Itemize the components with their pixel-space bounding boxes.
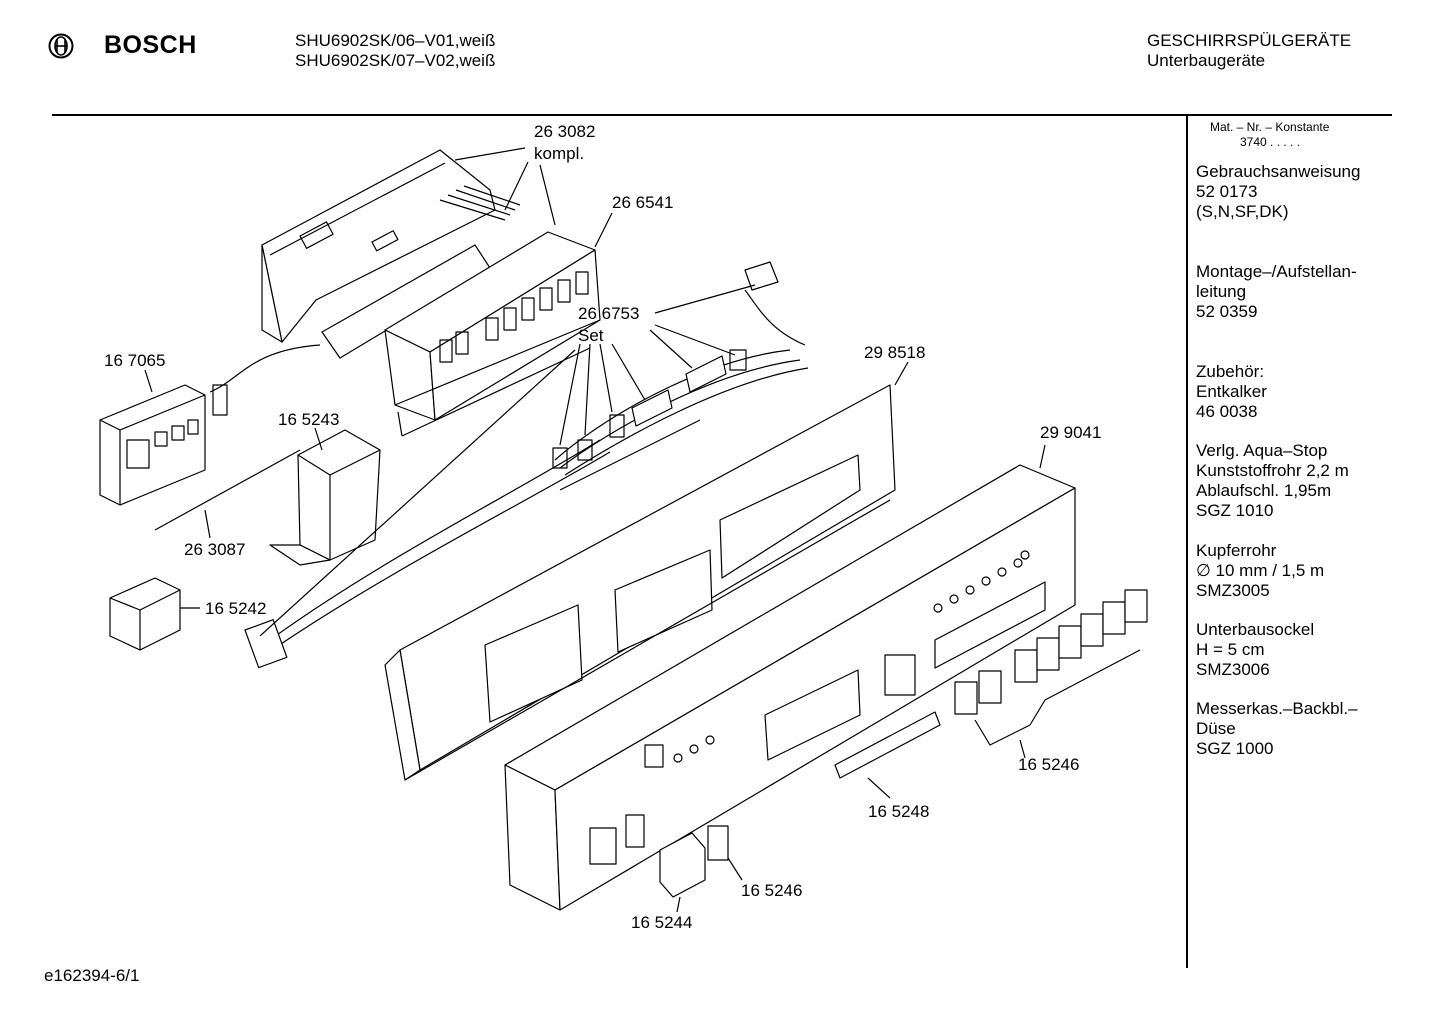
inner-panel (384, 384, 896, 781)
model-line-2: SHU6902SK/07–V02,weiß (295, 51, 496, 70)
mat-nr-label: Mat. – Nr. – Konstante (1210, 120, 1330, 134)
sidebar-text: Zubehör: (1196, 362, 1265, 381)
sidebar-text: Verlg. Aqua–Stop (1196, 441, 1328, 460)
sidebar-block-nozzle: Messerkas.–Backbl.– Düse SGZ 1000 (1196, 699, 1358, 759)
label-165248: 16 5248 (868, 802, 929, 821)
control-board-frame (261, 149, 521, 359)
sidebar-text: Gebrauchsanweisung (1196, 162, 1361, 181)
label-263087: 26 3087 (184, 540, 245, 559)
bracket (269, 429, 381, 566)
sidebar-text: 46 0038 (1196, 402, 1258, 421)
label-165244: 16 5244 (631, 913, 692, 932)
sidebar-divider (1186, 116, 1188, 968)
display-module (99, 344, 321, 506)
sidebar-text: Unterbausockel (1196, 620, 1315, 639)
sidebar-text: SGZ 1010 (1196, 501, 1274, 520)
sidebar-text: Montage–/Aufstellan- (1196, 262, 1357, 281)
sidebar-text: SGZ 1000 (1196, 739, 1274, 758)
bosch-logo-icon (48, 33, 74, 64)
sidebar-block-accessory: Zubehör: Entkalker 46 0038 (1196, 362, 1267, 422)
mat-nr-value: 3740 . . . . . (1240, 135, 1301, 149)
sidebar-block-manual: Gebrauchsanweisung 52 0173 (S,N,SF,DK) (1196, 162, 1360, 222)
label-kompl: kompl. (534, 144, 584, 163)
front-panel (504, 464, 1076, 911)
header-rule (52, 114, 1392, 116)
sidebar-text: Düse (1196, 719, 1236, 738)
key-strip (834, 711, 941, 779)
cable-harness (244, 261, 809, 669)
category-subtitle: Unterbaugeräte (1147, 51, 1266, 70)
label-165246-lower: 16 5246 (741, 881, 802, 900)
category-title: GESCHIRRSPÜLGERÄTE (1147, 31, 1352, 50)
sidebar-text: ∅ 10 mm / 1,5 m (1196, 561, 1325, 580)
brand-name: BOSCH (104, 31, 197, 59)
control-module (384, 231, 601, 437)
label-266753: 26 6753 (578, 304, 639, 323)
label-298518: 29 8518 (864, 343, 925, 362)
ground-wire (154, 449, 301, 531)
label-set: Set (578, 326, 604, 345)
sidebar-text: 52 0359 (1196, 302, 1258, 321)
sidebar-block-aquastop: Verlg. Aqua–Stop Kunststoffrohr 2,2 m Ab… (1196, 441, 1349, 521)
lower-buttons (659, 825, 729, 898)
sidebar-block-installation: Montage–/Aufstellan- leitung 52 0359 (1196, 262, 1357, 322)
sidebar-text: Kunststoffrohr 2,2 m (1196, 461, 1349, 480)
leader-lines (144, 147, 1046, 913)
part-labels: 26 3082 kompl. 26 6541 26 6753 Set 16 70… (104, 122, 1101, 932)
label-263082: 26 3082 (534, 122, 595, 141)
exploded-parts-diagram: 26 3082 kompl. 26 6541 26 6753 Set 16 70… (99, 122, 1148, 932)
sidebar-text: leitung (1196, 282, 1247, 301)
label-165243: 16 5243 (278, 410, 339, 429)
sidebar-text: Ablaufschl. 1,95m (1196, 481, 1332, 500)
label-165242: 16 5242 (205, 599, 266, 618)
sidebar-block-copper-pipe: Kupferrohr ∅ 10 mm / 1,5 m SMZ3005 (1196, 541, 1324, 601)
main-switch (109, 577, 181, 651)
label-165246-right: 16 5246 (1018, 755, 1079, 774)
sidebar-text: Kupferrohr (1196, 541, 1277, 560)
sidebar-block-plinth: Unterbausockel H = 5 cm SMZ3006 (1196, 620, 1314, 680)
sidebar-text: Messerkas.–Backbl.– (1196, 699, 1358, 718)
label-167065: 16 7065 (104, 351, 165, 370)
model-line-1: SHU6902SK/06–V01,weiß (295, 31, 496, 50)
sidebar-text: 52 0173 (1196, 182, 1258, 201)
sidebar-text: SMZ3005 (1196, 581, 1270, 600)
label-299041: 29 9041 (1040, 423, 1101, 442)
button-cluster (954, 589, 1148, 746)
sidebar-text: H = 5 cm (1196, 640, 1265, 659)
sidebar-text: SMZ3006 (1196, 660, 1270, 679)
sidebar-text: (S,N,SF,DK) (1196, 202, 1289, 221)
sidebar-text: Entkalker (1196, 382, 1267, 401)
label-266541: 26 6541 (612, 193, 673, 212)
drawing-code: e162394-6/1 (44, 966, 140, 985)
